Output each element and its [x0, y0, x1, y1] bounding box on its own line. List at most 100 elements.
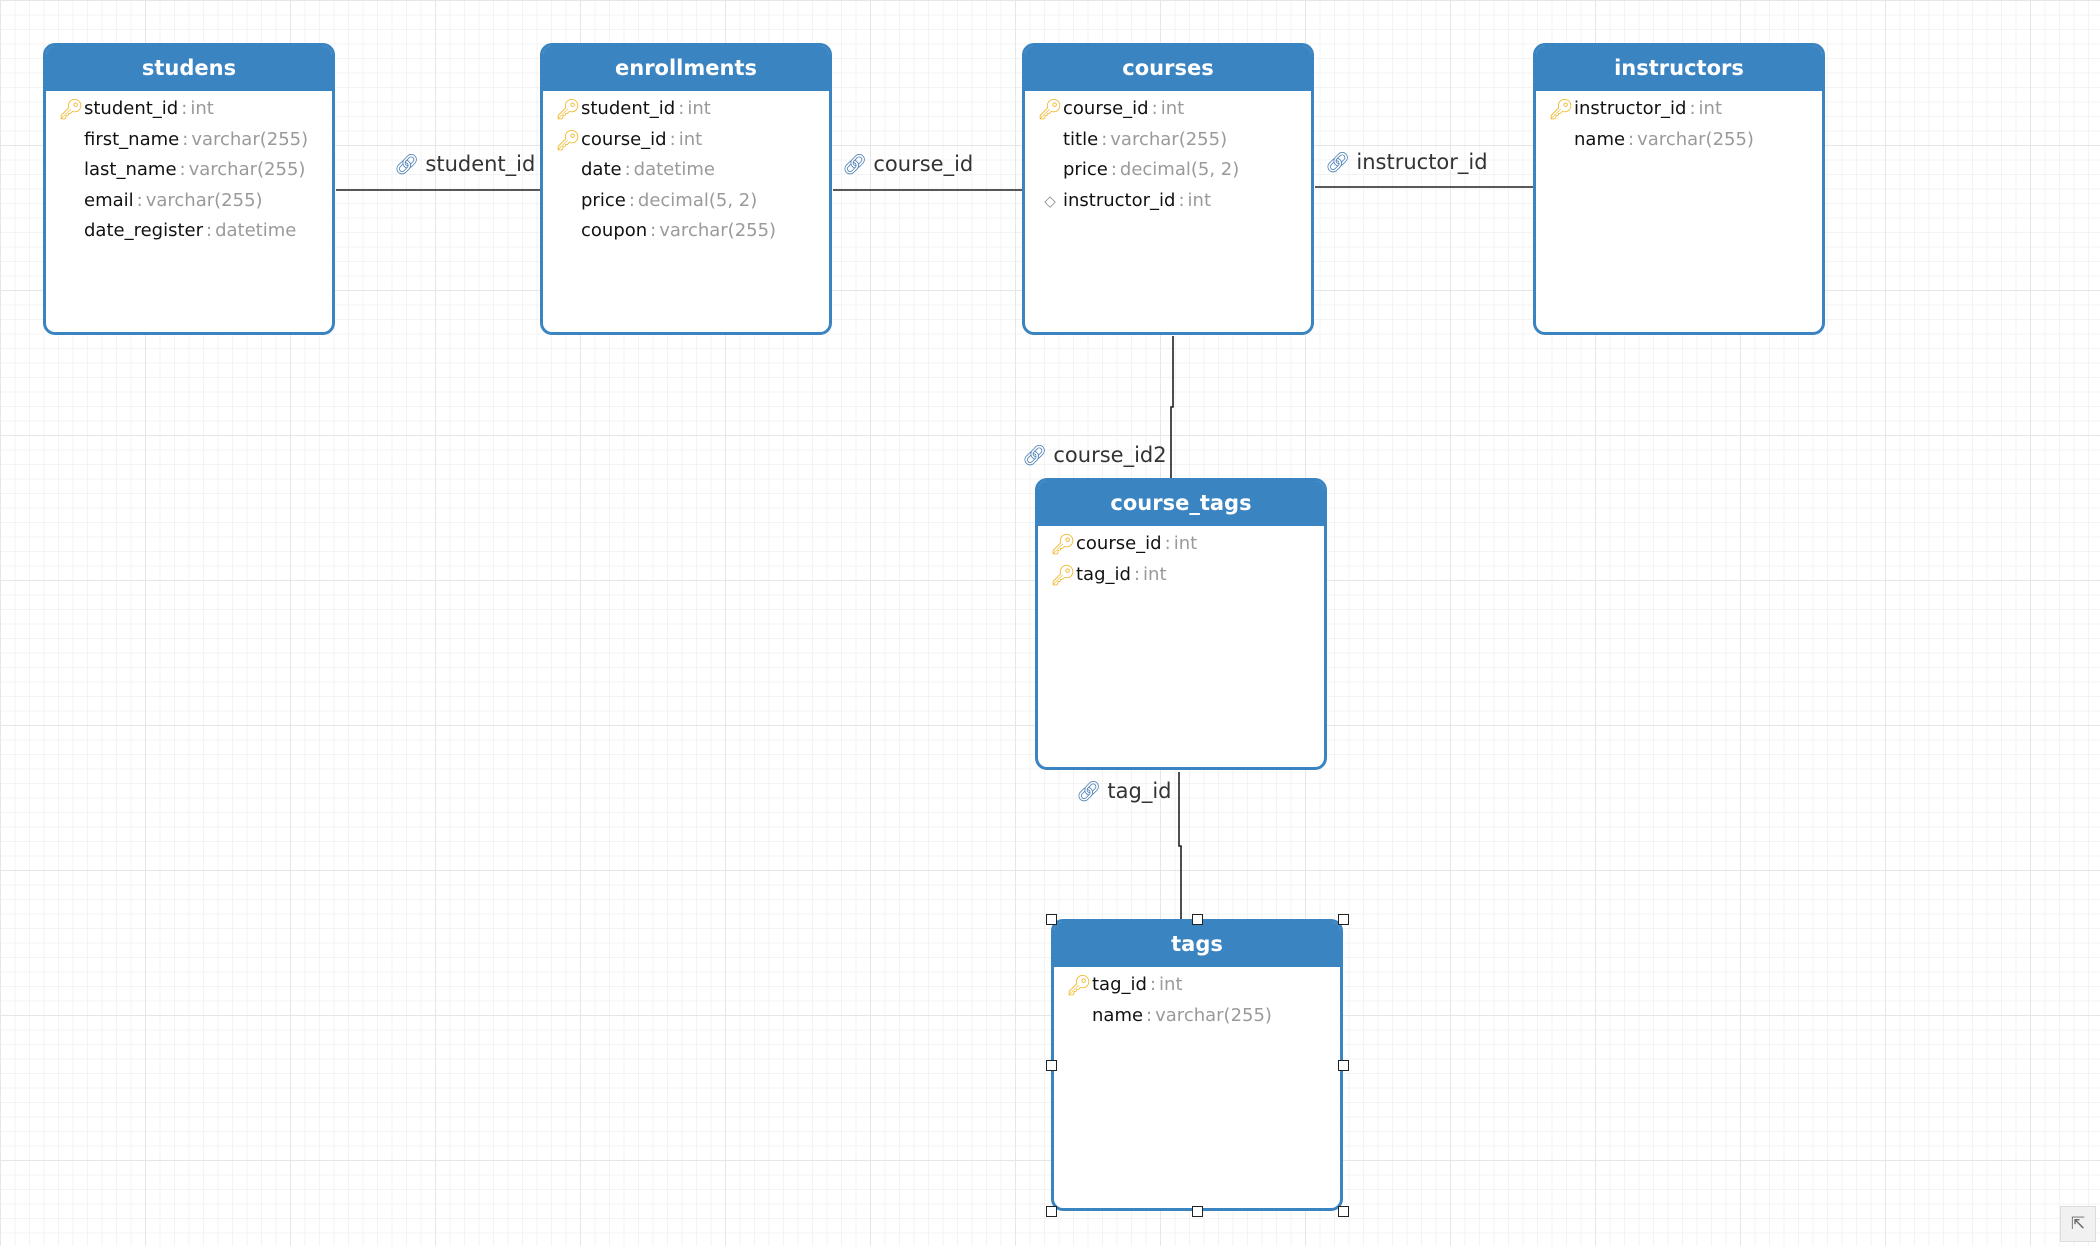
resize-handle-n[interactable]	[1192, 914, 1203, 925]
key-icon: 🔑︎	[1050, 532, 1076, 556]
key-icon: 🔑︎	[555, 127, 581, 152]
field-name: course_id	[581, 128, 667, 150]
diamond-icon: ◇	[1044, 191, 1056, 210]
edge-label-student-id[interactable]: 🔗︎ student_id	[394, 151, 535, 177]
field-name: name	[1092, 1004, 1144, 1026]
field-row[interactable]: 🔑︎student_id:int	[543, 94, 829, 125]
table-header[interactable]: course_tags	[1038, 481, 1324, 526]
table-course-tags[interactable]: course_tags🔑︎course_id:int🔑︎tag_id:int	[1035, 478, 1327, 770]
edge-tag-id[interactable]	[1178, 772, 1182, 921]
collapse-arrow-icon[interactable]: ⇱	[2060, 1206, 2096, 1242]
field-type: int	[1173, 533, 1198, 554]
resize-handle-nw[interactable]	[1046, 914, 1057, 925]
field-row[interactable]: 🔑︎course_id:int	[1038, 529, 1324, 560]
field-row[interactable]: price:decimal(5, 2)	[1025, 155, 1311, 186]
field-type: datetime	[633, 159, 715, 180]
field-type: int	[1143, 563, 1167, 585]
resize-handle-s[interactable]	[1192, 1206, 1203, 1217]
field-row[interactable]: name:varchar(255)	[1536, 125, 1822, 156]
field-name: date	[581, 159, 622, 180]
field-name: coupon	[581, 220, 648, 241]
field-row[interactable]: ◇instructor_id:int	[1025, 186, 1311, 217]
field-name: first_name	[84, 128, 180, 150]
field-row[interactable]: 🔑︎tag_id:int	[1038, 560, 1324, 591]
field-name: student_id	[84, 98, 179, 119]
field-separator: :	[1101, 128, 1108, 150]
field-separator: :	[1146, 1004, 1153, 1026]
field-separator: :	[678, 98, 685, 119]
field-type: varchar(255)	[188, 159, 306, 180]
field-name: date_register	[84, 220, 204, 241]
field-type: decimal(5, 2)	[637, 189, 758, 211]
key-icon: 🔑︎	[58, 97, 84, 121]
field-separator: :	[1628, 128, 1635, 150]
table-enrollments[interactable]: enrollments🔑︎student_id:int🔑︎course_id:i…	[540, 43, 832, 335]
field-row[interactable]: 🔑︎instructor_id:int	[1536, 94, 1822, 125]
key-icon: 🔑︎	[1037, 97, 1063, 121]
field-row[interactable]: title:varchar(255)	[1025, 125, 1311, 156]
field-separator: :	[1149, 974, 1157, 995]
field-type: varchar(255)	[659, 220, 777, 241]
field-separator: :	[1110, 159, 1117, 180]
field-name: student_id	[581, 98, 676, 119]
field-list: 🔑︎course_id:int🔑︎tag_id:int	[1038, 526, 1324, 590]
field-row[interactable]: date:datetime	[543, 155, 829, 186]
field-type: int	[1160, 98, 1185, 119]
field-type: int	[678, 128, 703, 150]
table-header[interactable]: instructors	[1536, 46, 1822, 91]
field-type: varchar(255)	[1110, 128, 1228, 150]
resize-handle-w[interactable]	[1046, 1060, 1057, 1071]
field-row[interactable]: name:varchar(255)	[1054, 1001, 1340, 1032]
edge-label-tag-id[interactable]: 🔗︎ tag_id	[1076, 778, 1172, 804]
field-row[interactable]: coupon:varchar(255)	[543, 216, 829, 247]
field-type: varchar(255)	[145, 189, 263, 211]
field-row[interactable]: last_name:varchar(255)	[46, 155, 332, 186]
field-separator: :	[1151, 98, 1158, 119]
field-name: price	[581, 189, 626, 211]
edge-label-instructor-id[interactable]: 🔗︎ instructor_id	[1325, 149, 1488, 175]
field-row[interactable]: date_register:datetime	[46, 216, 332, 247]
key-icon: 🔑︎	[555, 97, 581, 121]
field-row[interactable]: 🔑︎student_id:int	[46, 94, 332, 125]
field-type: int	[1159, 974, 1183, 995]
link-icon: 🔗︎	[1076, 779, 1102, 803]
link-icon: 🔗︎	[394, 152, 420, 176]
field-row[interactable]: 🔑︎tag_id:int	[1054, 970, 1340, 1001]
field-separator: :	[1689, 98, 1696, 119]
field-type: int	[190, 98, 214, 119]
resize-handle-e[interactable]	[1338, 1060, 1349, 1071]
resize-handle-se[interactable]	[1338, 1206, 1349, 1217]
field-row[interactable]: 🔑︎course_id:int	[1025, 94, 1311, 125]
field-separator: :	[628, 189, 635, 211]
field-row[interactable]: email:varchar(255)	[46, 186, 332, 217]
edge-label-text: tag_id	[1107, 779, 1172, 803]
link-icon: 🔗︎	[842, 152, 868, 176]
table-header[interactable]: courses	[1025, 46, 1311, 91]
field-row[interactable]: first_name:varchar(255)	[46, 125, 332, 156]
field-row[interactable]: 🔑︎course_id:int	[543, 125, 829, 156]
edge-course-id2[interactable]	[1170, 336, 1174, 480]
resize-handle-ne[interactable]	[1338, 914, 1349, 925]
table-header[interactable]: enrollments	[543, 46, 829, 91]
edge-label-course-id2[interactable]: 🔗︎ course_id2	[1022, 442, 1167, 468]
key-icon: 🔑︎	[1548, 97, 1574, 121]
field-name: course_id	[1063, 98, 1149, 119]
field-row[interactable]: price:decimal(5, 2)	[543, 186, 829, 217]
table-header[interactable]: tags	[1054, 922, 1340, 967]
key-icon: 🔑︎	[1050, 562, 1076, 587]
table-header[interactable]: studens	[46, 46, 332, 91]
resize-handle-sw[interactable]	[1046, 1206, 1057, 1217]
edge-label-course-id[interactable]: 🔗︎ course_id	[842, 151, 973, 177]
field-type: int	[1187, 189, 1211, 211]
field-type: decimal(5, 2)	[1119, 159, 1240, 180]
